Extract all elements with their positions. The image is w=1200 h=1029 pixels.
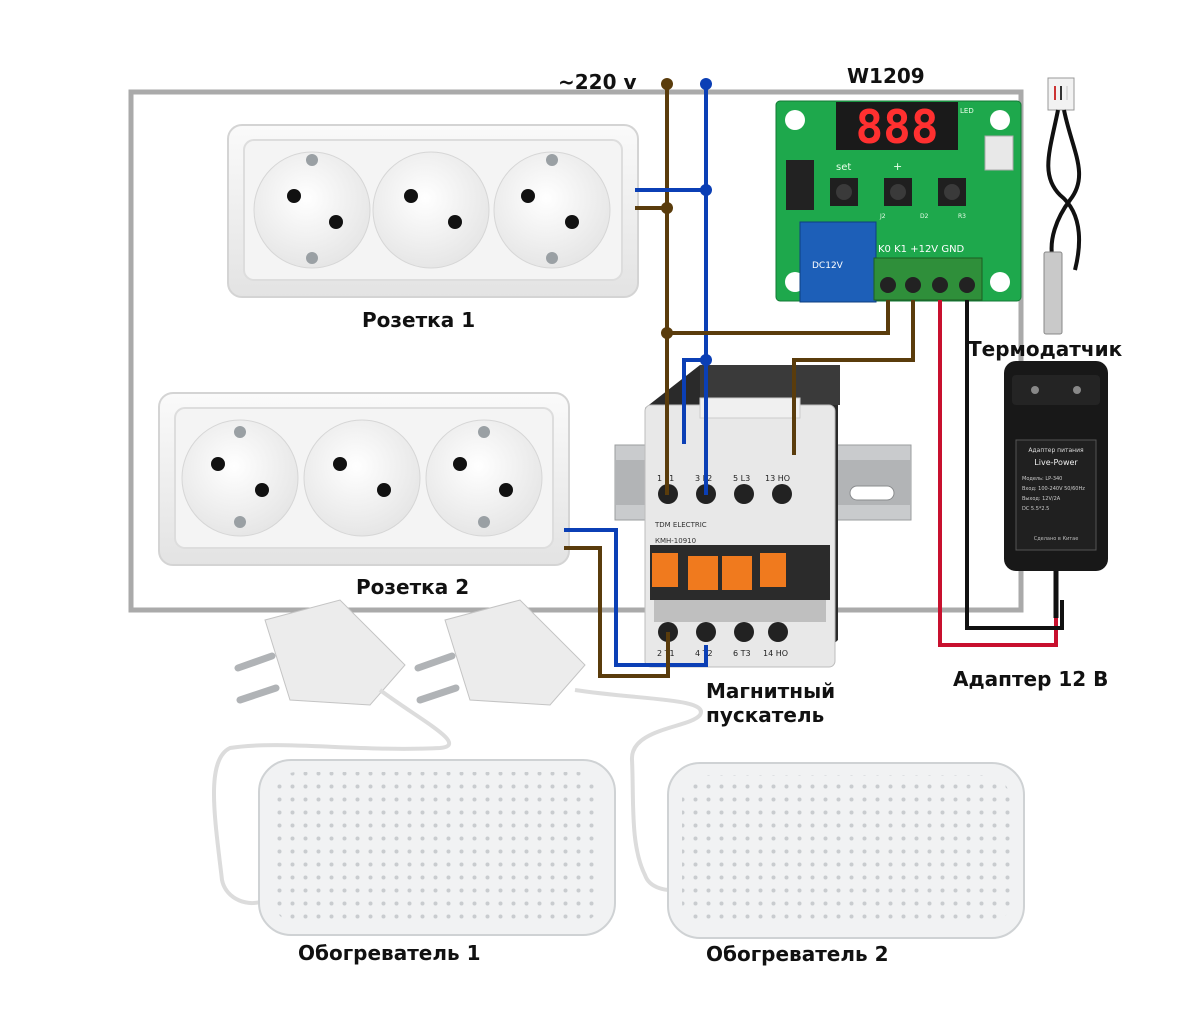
socket-2-outlet-a (181, 419, 299, 537)
adapter-line-2: Вход: 100-240V 50/60Hz (1022, 486, 1085, 492)
adapter-label: Адаптер 12 В (953, 667, 1109, 691)
adapter-footer: Сделано в Китае (1034, 536, 1079, 542)
socket-1-outlet-c (493, 151, 611, 269)
contactor-bottom-terminal-4: 14 НО (763, 649, 788, 658)
w1209-buttons (830, 178, 966, 206)
socket-2 (158, 392, 570, 566)
contactor-top-terminal-4: 13 НО (765, 474, 790, 483)
contactor-label: Магнитный пускатель (706, 679, 836, 727)
contactor-bottom-terminal-1: 2 T1 (657, 649, 675, 658)
heater-1-cable (212, 688, 451, 906)
w1209-plus-label: + (893, 160, 902, 173)
plug-2 (414, 599, 586, 706)
socket-1-outlet-b (372, 151, 490, 269)
heater-2-cable (574, 688, 703, 892)
mains-wires (635, 78, 712, 495)
contactor-top-terminal-3: 5 L3 (733, 474, 750, 483)
contactor-bottom-terminals: 2 T1 4 T2 6 T3 14 НО (657, 622, 788, 658)
w1209-relay (799, 221, 877, 303)
control-wires (667, 300, 1064, 647)
power-adapter: Адаптер питания Live-Power Модель: LP-34… (1004, 361, 1108, 618)
heater-2-label: Обогреватель 2 (706, 942, 889, 966)
heater-2 (667, 762, 1025, 939)
contactor-top-terminal-2: 3 L2 (695, 474, 712, 483)
contactor-model: КМН-10910 (655, 537, 696, 545)
temperature-sensor-label: Термодатчик (968, 337, 1123, 361)
adapter-line-3: Выход: 12V/2A (1022, 496, 1061, 502)
socket-1-label: Розетка 1 (362, 308, 476, 332)
socket-2-label: Розетка 2 (356, 575, 470, 599)
w1209-comp-r3: R3 (958, 213, 966, 220)
w1209-set-label: set (836, 162, 851, 173)
socket-2-outlet-c (425, 419, 543, 537)
socket-1-outlet-a (253, 151, 371, 269)
socket-1 (227, 124, 639, 298)
w1209-led-label: LED (960, 107, 974, 115)
adapter-line-1: Модель: LP-340 (1022, 476, 1062, 482)
heater-1-label: Обогреватель 1 (298, 941, 481, 965)
plug-1 (234, 599, 406, 706)
w1209-relay-text: DC12V (812, 261, 844, 271)
w1209-terminal-block (873, 257, 983, 301)
socket-2-wires (564, 528, 708, 678)
heater-1 (258, 759, 616, 936)
w1209-terminal-labels: K0 K1 +12V GND (878, 244, 965, 255)
socket-2-outlet-b (303, 419, 421, 537)
w1209-display-digits: 888 (855, 100, 938, 154)
contactor-bottom-terminal-2: 4 T2 (695, 649, 713, 658)
enclosure-frame (128, 89, 1024, 613)
contactor-bottom-terminal-3: 6 T3 (733, 649, 751, 658)
w1209-display (836, 102, 958, 150)
w1209-comp-d2: D2 (920, 213, 929, 220)
contactor: TDM ELECTRIC КМН-10910 1 L1 3 L2 5 L3 13… (644, 365, 840, 668)
w1209-board: 888 LED set + J2 D2 R3 DC12V K0 K1 +12V … (775, 100, 1022, 303)
contactor-brand: TDM ELECTRIC (654, 521, 707, 529)
adapter-title: Адаптер питания (1028, 447, 1084, 454)
mains-voltage-label: ~220 v (558, 70, 637, 94)
w1209-comp-j2: J2 (879, 213, 886, 220)
temperature-sensor (1043, 77, 1082, 335)
controller-model-label: W1209 (847, 64, 925, 88)
adapter-brand: Live-Power (1034, 458, 1078, 467)
adapter-line-4: DC 5.5*2.5 (1022, 506, 1049, 512)
